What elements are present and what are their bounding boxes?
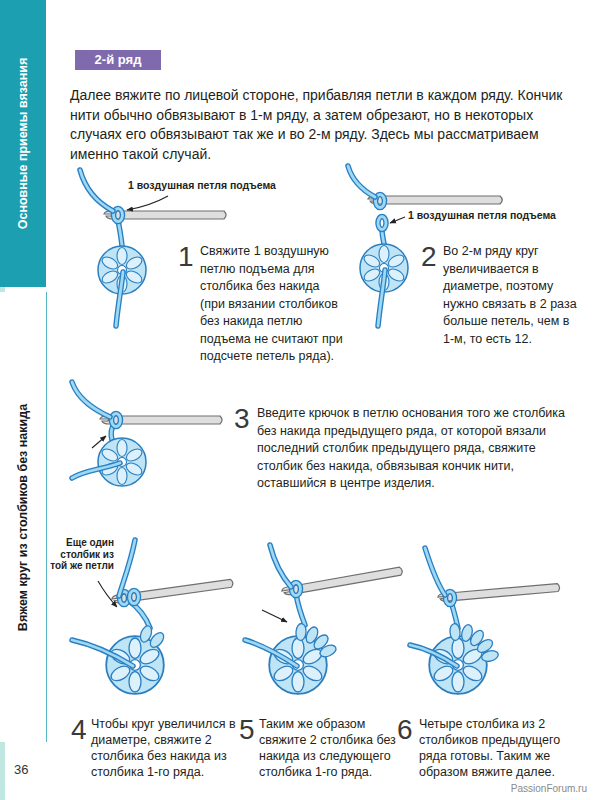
chapter-band: Вяжем круг из столбиков без накида: [0, 292, 46, 742]
vertical-heading: Основные приемы вязания: [16, 5, 31, 282]
step-number: 1: [178, 243, 194, 271]
callout-label: 1 воздушная петля подъема: [408, 209, 556, 222]
sidebar-rule: [0, 0, 46, 800]
callout-label: Еще один столбик из той же петли: [46, 537, 114, 572]
step-number: 5: [239, 716, 255, 744]
step-text: Во 2-м ряду круг увеличивается в диаметр…: [443, 243, 583, 348]
section-band: Основные приемы вязания: [0, 0, 46, 287]
step-text: Введите крючок в петлю основания того же…: [257, 405, 579, 493]
intro-paragraph: Далее вяжите по лицевой стороне, прибавл…: [70, 86, 578, 164]
step-text: Свяжите 1 воздушную петлю подъема для ст…: [200, 243, 345, 366]
step-text: Чтобы круг увеличился в диаметре, свяжит…: [91, 716, 239, 780]
section-tag-text: 2-й ряд: [95, 52, 142, 68]
step-text: Четыре столбика из 2 столбиков предыдуще…: [419, 716, 579, 780]
step-number: 2: [421, 243, 437, 271]
watermark: PassionForum.ru: [511, 783, 587, 795]
step-number: 4: [71, 716, 87, 744]
callout-label: 1 воздушная петля подъема: [128, 179, 276, 192]
crochet-figure: [410, 548, 560, 694]
step-text: Таким же образом свяжите 2 столбика без …: [259, 716, 399, 780]
page-number: 36: [14, 762, 28, 778]
vertical-heading: Вяжем круг из столбиков без накида: [16, 297, 31, 737]
crochet-figure: [245, 545, 403, 694]
step-number: 3: [234, 405, 250, 433]
step-number: 6: [397, 716, 413, 744]
crochet-figure: [72, 382, 222, 486]
row-tag: 2-й ряд: [75, 50, 161, 70]
